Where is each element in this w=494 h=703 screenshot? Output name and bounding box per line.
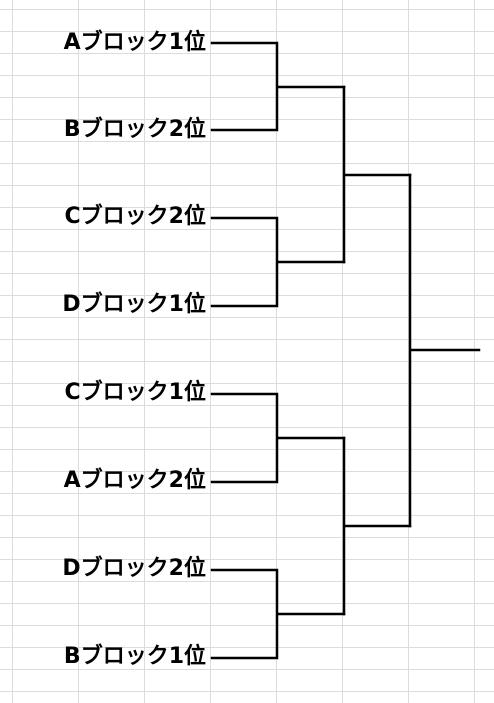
bracket-line-r1-match2 bbox=[210, 216, 346, 308]
seed-label: Cブロック2位 bbox=[64, 204, 206, 229]
seed-label: Bブロック1位 bbox=[63, 644, 206, 669]
bracket-line-semifinal-top bbox=[342, 85, 412, 264]
bracket-line-final bbox=[408, 173, 481, 528]
seed-label: Aブロック2位 bbox=[63, 468, 206, 493]
seed-label: Aブロック1位 bbox=[63, 30, 206, 55]
seed-label: Cブロック1位 bbox=[64, 380, 206, 405]
seed-label: Dブロック2位 bbox=[62, 556, 206, 581]
bracket-line-r1-match4 bbox=[210, 568, 346, 660]
seed-label: Dブロック1位 bbox=[62, 292, 206, 317]
bracket-line-r1-match1 bbox=[210, 41, 346, 132]
bracket-line-r1-match3 bbox=[210, 392, 346, 484]
seed-label: Bブロック2位 bbox=[63, 117, 206, 142]
bracket-line-semifinal-bottom bbox=[342, 436, 412, 616]
